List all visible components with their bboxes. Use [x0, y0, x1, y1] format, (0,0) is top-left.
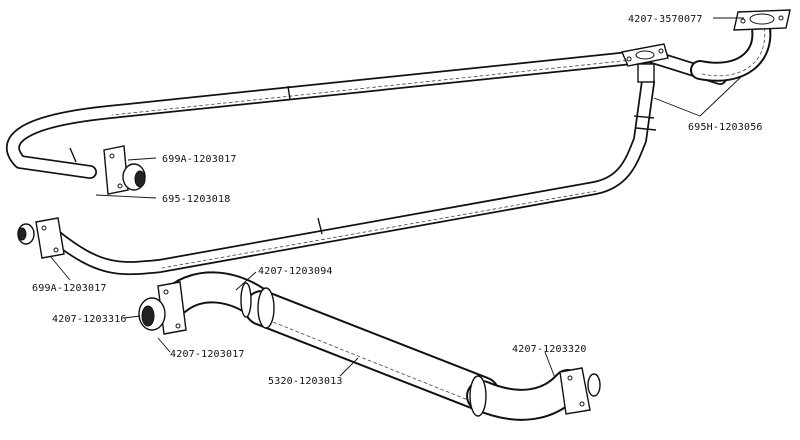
clamp-ring — [257, 287, 275, 329]
label-4207-3570077: 4207-3570077 — [628, 14, 703, 25]
pipe-joint-ring — [635, 127, 657, 131]
right-elbow-body — [468, 371, 582, 419]
pipe-outlet-bore — [141, 305, 155, 327]
flange-lower-right — [559, 367, 601, 415]
pipe-joint-ring — [69, 147, 77, 163]
flange-center-top — [621, 43, 669, 83]
flange-bolt-hole — [117, 183, 123, 189]
flange-plate — [559, 367, 591, 415]
leader-1203320 — [544, 351, 556, 379]
flange-bolt-hole — [41, 225, 47, 231]
label-5320-1203013: 5320-1203013 — [268, 376, 343, 387]
flange-plate — [103, 145, 129, 195]
label-699a-1203017-top: 699А-1203017 — [162, 154, 237, 165]
pipe-outlet-bore — [17, 227, 27, 241]
leader-699a-top — [127, 157, 157, 161]
lower-leg-shade — [161, 190, 597, 269]
leader-lines — [49, 17, 744, 379]
elbow-shade — [701, 23, 766, 77]
elbow-body — [692, 14, 770, 80]
pipe-end-left — [17, 217, 65, 259]
label-4207-1203094: 4207-1203094 — [258, 266, 333, 277]
flange-bolt-hole — [626, 56, 632, 62]
upper-pipe-loop — [6, 49, 727, 276]
label-695-1203018: 695-1203018 — [162, 194, 230, 205]
flange-bolt-hole — [175, 323, 181, 329]
leader-1203316 — [123, 315, 141, 319]
flange-bolt-hole — [53, 247, 59, 253]
leader-1203017 — [157, 337, 171, 353]
lower-leg-body — [49, 76, 654, 274]
main-section-shade — [267, 319, 479, 405]
pipe-joint-ring — [287, 85, 291, 101]
leader-1203013 — [339, 357, 359, 377]
flange-bolt-hole — [567, 375, 573, 381]
label-699a-1203017-left: 699А-1203017 — [32, 283, 107, 294]
clamp-ring — [240, 282, 252, 318]
label-695n-1203056: 695Н-1203056 — [688, 122, 763, 133]
flange-bore — [749, 13, 775, 25]
part-labels: 4207-3570077 695Н-1203056 699А-1203017 6… — [32, 14, 763, 387]
flange-lower-left — [138, 281, 187, 335]
flange-bolt-hole — [109, 153, 115, 159]
pipe-joint-ring — [317, 217, 323, 235]
main-section-body — [246, 292, 498, 410]
clamp-ring — [469, 375, 487, 417]
label-4207-1203320: 4207-1203320 — [512, 344, 587, 355]
label-4207-1203316: 4207-1203316 — [52, 314, 127, 325]
pipe-outlet-bore — [134, 170, 146, 188]
pipe-joint-ring — [633, 115, 655, 119]
pipe-end-inner-left — [103, 145, 146, 195]
pipe-outlet — [587, 373, 601, 397]
flange-bolt-hole — [658, 48, 664, 54]
flange-bolt-hole — [579, 401, 585, 407]
flange-bore — [635, 50, 655, 60]
flange-bolt-hole — [740, 18, 746, 24]
flange-bolt-hole — [778, 15, 784, 21]
flange-plate — [35, 217, 65, 259]
leader-699a-left — [49, 255, 71, 281]
leader-1203094 — [235, 271, 257, 291]
pipe-loop-body — [7, 50, 726, 178]
leader-695-1203018 — [95, 194, 157, 199]
flange-bolt-hole — [163, 289, 169, 295]
top-right-elbow — [690, 12, 772, 82]
label-4207-1203017: 4207-1203017 — [170, 349, 245, 360]
flange-neck — [637, 63, 655, 83]
pipe-loop-shade — [111, 57, 651, 116]
flange-top-right — [733, 9, 791, 31]
leader-695n-1203056-b — [653, 97, 701, 117]
leader-695n-1203056 — [699, 75, 743, 117]
